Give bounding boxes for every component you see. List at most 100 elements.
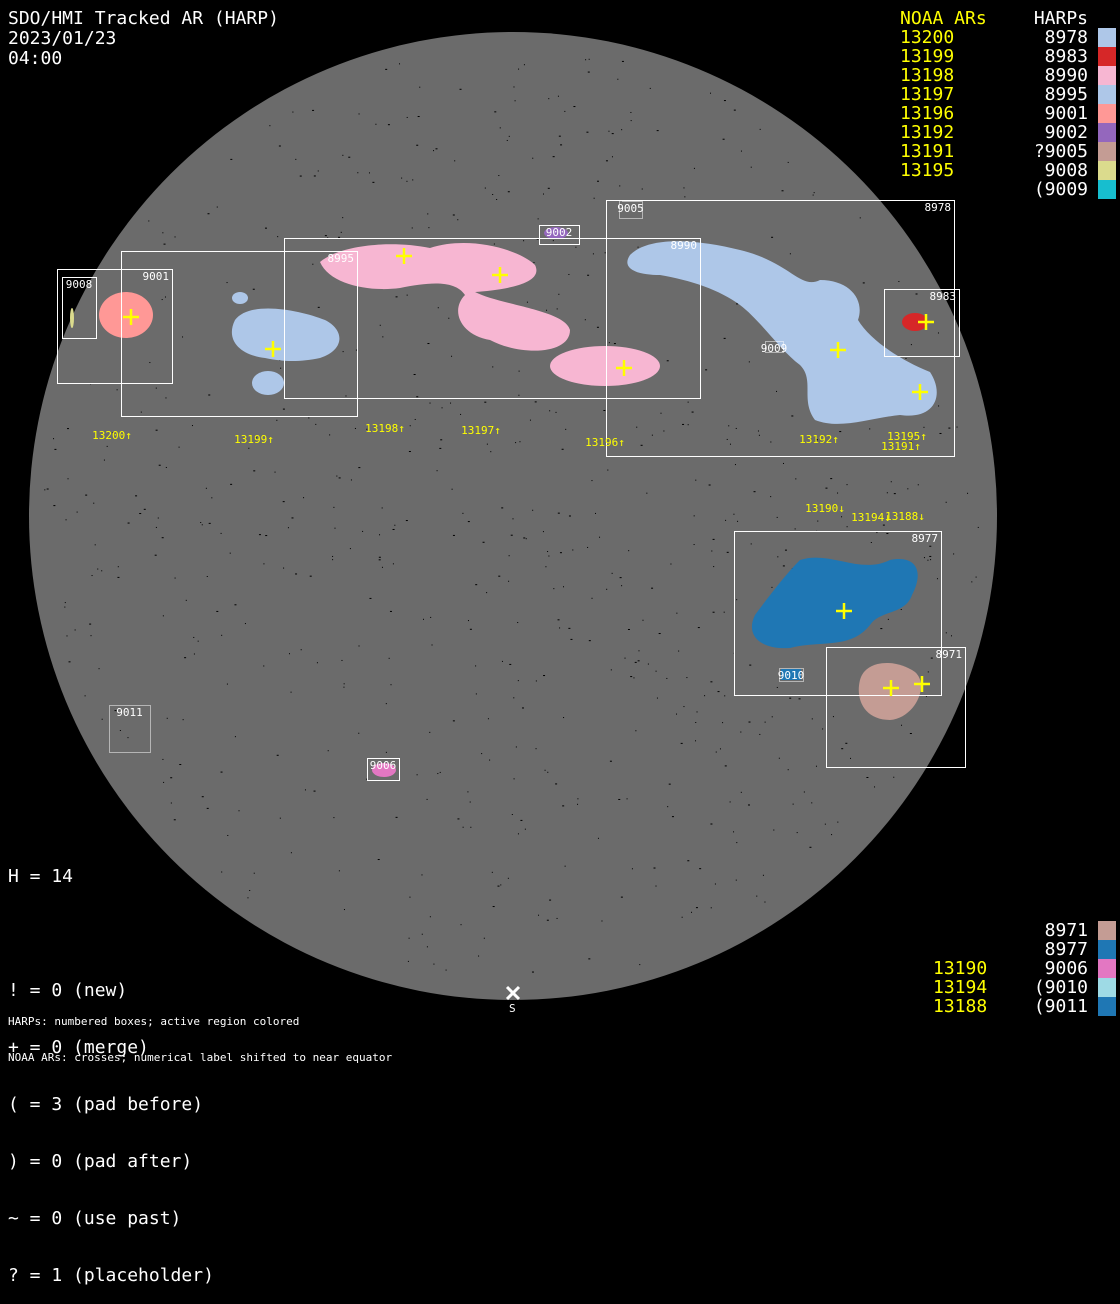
harp-box-label: 9010 (778, 669, 805, 682)
legend-row: 13194(9010 (900, 978, 1116, 997)
harp-box-label: 9008 (66, 278, 93, 291)
legend-row: 13192 9002 (900, 123, 1116, 142)
harp-box: 9001 (57, 269, 173, 384)
harp-number: 8978 (1044, 27, 1088, 48)
harp-box: 9009 (761, 341, 787, 355)
noaa-label: 13195↑ (887, 430, 927, 443)
color-swatch (1098, 978, 1116, 997)
region-8990-b (550, 346, 660, 386)
noaa-number (900, 921, 1000, 940)
harp-count: H = 14 (8, 866, 74, 887)
harp-box-label: 8995 (328, 252, 355, 265)
color-swatch (1098, 959, 1116, 978)
region-9010 (781, 669, 801, 680)
date: 2023/01/23 (8, 28, 117, 49)
harp-number: 9001 (1044, 103, 1088, 124)
legend-row: (9009 (900, 180, 1116, 199)
noaa-cross-icon (616, 360, 632, 376)
noaa-heading: NOAA ARs (900, 8, 987, 29)
legend-row: 13196 9001 (900, 104, 1116, 123)
harp-box: 9006 (367, 758, 400, 781)
harp-box-label: 8983 (930, 290, 957, 303)
color-swatch (1098, 28, 1116, 47)
harp-number: 9008 (1044, 160, 1088, 181)
south-marker-icon (505, 985, 521, 1001)
harp-number: 8990 (1044, 65, 1088, 86)
harp-box: 8977 (734, 531, 942, 696)
legend-row: 13195 9008 (900, 161, 1116, 180)
harp-box: 8971 (826, 647, 966, 768)
footer-line: NOAA ARs: crosses; numerical label shift… (8, 1051, 393, 1064)
noaa-label: 13200↑ (92, 429, 132, 442)
legend-row: 13188(9011 (900, 997, 1116, 1016)
legend-row: 13197 8995 (900, 85, 1116, 104)
harp-number: 9006 (1044, 958, 1088, 979)
legend-row: 13191 ?9005 (900, 142, 1116, 161)
harp-number: 8971 (1044, 920, 1088, 941)
noaa-number: 13198 (900, 65, 955, 86)
noaa-crosses (123, 248, 934, 696)
noaa-cross-icon (918, 314, 934, 330)
stat-line: ~ = 0 (use past) (8, 1208, 182, 1229)
region-9001 (99, 292, 153, 338)
noaa-number: 13196 (900, 103, 955, 124)
harp-box-label: 8990 (671, 239, 698, 252)
harp-box: 9008 (62, 277, 97, 339)
harp-number: 8995 (1044, 84, 1088, 105)
title: SDO/HMI Tracked AR (HARP) (8, 8, 279, 29)
stat-line: ! = 0 (new) (8, 980, 128, 1001)
harp-box: 8978 (606, 200, 955, 457)
noaa-number: 13190 (933, 958, 988, 979)
color-swatch (1098, 85, 1116, 104)
noaa-number: 13192 (900, 122, 955, 143)
time: 04:00 (8, 48, 63, 69)
harp-number: ?9005 (1033, 141, 1088, 162)
noaa-labels: 13200↑13199↑13198↑13197↑13196↑13192↑1319… (92, 422, 927, 524)
color-swatch (1098, 940, 1116, 959)
region-8990 (320, 243, 570, 351)
harp-box-label: 9011 (116, 706, 143, 719)
color-swatch (1098, 997, 1116, 1016)
harp-number: 9002 (1044, 122, 1088, 143)
noaa-number: 13195 (900, 160, 955, 181)
stat-line: ? = 1 (placeholder) (8, 1265, 214, 1286)
stat-line: ( = 3 (pad before) (8, 1094, 204, 1115)
color-swatch (1098, 921, 1116, 940)
color-swatch (1098, 66, 1116, 85)
noaa-cross-icon (914, 676, 930, 692)
harp-box-label: 8971 (936, 648, 963, 661)
harp-number: 8983 (1044, 46, 1088, 67)
region-8995-c (232, 292, 248, 304)
noaa-number (900, 940, 1000, 959)
noaa-label: 13196↑ (585, 436, 625, 449)
noaa-cross-icon (830, 342, 846, 358)
harp-box: 9005 (617, 201, 644, 219)
harp-box-label: 9006 (370, 759, 397, 772)
legend-row: 13198 8990 (900, 66, 1116, 85)
region-8977 (751, 557, 918, 649)
harp-box-label: 8977 (912, 532, 939, 545)
noaa-label: 13191↑ (881, 440, 921, 453)
region-9002 (544, 227, 568, 239)
noaa-number: 13197 (900, 84, 955, 105)
noaa-cross-icon (265, 341, 281, 357)
noaa-cross-icon (836, 603, 852, 619)
noaa-cross-icon (123, 309, 139, 325)
noaa-number: 13200 (900, 27, 955, 48)
harp-box: 8995 (121, 251, 358, 417)
region-8995 (231, 308, 340, 361)
legend-row: 13190 9006 (900, 959, 1116, 978)
noaa-number: 13191 (900, 141, 955, 162)
noaa-cross-icon (883, 680, 899, 696)
harp-boxes: 8978900589908995900190089002898390098977… (57, 200, 966, 781)
harp-number: 8977 (1044, 939, 1088, 960)
harp-box: 8983 (884, 289, 960, 357)
noaa-label: 13197↑ (461, 424, 501, 437)
harp-number: (9009 (1033, 179, 1088, 200)
harp-box-label: 9005 (617, 202, 644, 215)
solar-disk-map: 8978900589908995900190089002898390098977… (29, 32, 997, 1015)
noaa-label: 13190↓ (805, 502, 845, 515)
color-swatch (1098, 142, 1116, 161)
noaa-number: 13194 (933, 977, 988, 998)
